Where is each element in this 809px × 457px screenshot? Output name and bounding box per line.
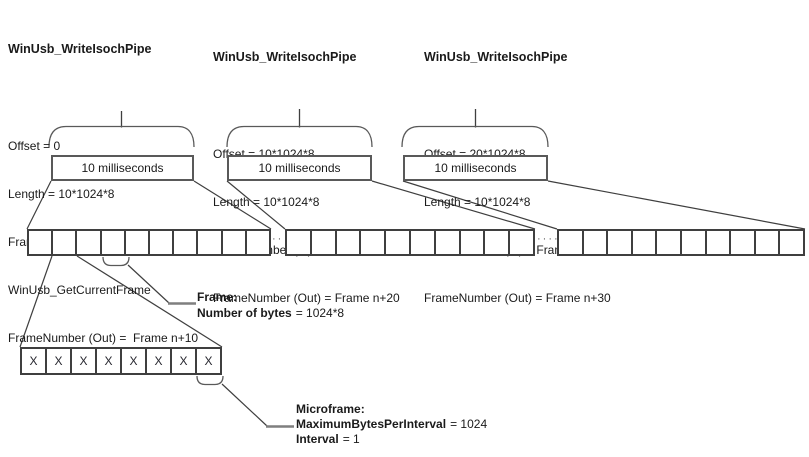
frame-cell [485, 231, 511, 254]
frame-annotation-title: Frame: [197, 290, 238, 304]
microframe-property2-name: Interval [296, 432, 339, 446]
fan-line-microframe-right [76, 255, 223, 348]
frame-cell [657, 231, 682, 254]
call-title: WinUsb_WriteIsochPipe [8, 42, 152, 56]
frame-cell [756, 231, 781, 254]
param-line: WinUsb_GetCurrentFrame [8, 283, 151, 297]
frame-cell [633, 231, 658, 254]
row-separator-dots: ···· [537, 233, 560, 245]
frame-cell [247, 231, 269, 254]
frame-cell [102, 231, 126, 254]
microframe-annotation: Microframe: MaximumBytesPerInterval= 102… [296, 402, 487, 447]
microframe-cell: X [97, 349, 122, 373]
frame-property-value: = 1024*8 [295, 306, 345, 320]
frame-cell [150, 231, 175, 254]
frame-row-2 [285, 229, 535, 256]
param-line: Length = 10*1024*8 [8, 187, 115, 201]
frame-cell [411, 231, 436, 254]
param-line: FrameNumber (Out) = Frame n+30 [424, 291, 611, 305]
call-block-3: WinUsb_WriteIsochPipe Offset = 20*1024*8… [424, 14, 611, 374]
leader-line-microframe [221, 383, 268, 427]
microframe-annotation-title: Microframe: [296, 402, 365, 416]
interval-box-label: 10 milliseconds [434, 161, 517, 175]
frame-property-name: Number of bytes [197, 306, 292, 320]
frame-cell [731, 231, 756, 254]
frame-row-3 [557, 229, 805, 256]
frame-cell [287, 231, 312, 254]
frame-cell [584, 231, 609, 254]
microframe-cell: X [204, 354, 213, 368]
frame-cell [780, 231, 803, 254]
param-line: Length = 10*1024*8 [424, 195, 531, 209]
frame-cell [77, 231, 102, 254]
frame-cell [559, 231, 584, 254]
frame-cell [337, 231, 362, 254]
frame-cell [707, 231, 732, 254]
under-brace-icon-microframe [196, 375, 224, 386]
frame-cell [53, 231, 78, 254]
frame-annotation: Frame: Number of bytes= 1024*8 [197, 289, 344, 321]
row-separator-dots: ·· [272, 233, 284, 245]
frame-cell [223, 231, 247, 254]
call-parameters: Offset = 20*1024*8 Length = 10*1024*8 Fr… [424, 114, 611, 338]
over-brace-icon-2 [226, 125, 373, 148]
frame-cell [126, 231, 151, 254]
microframe-annotation-detail-2: Interval= 1 [296, 432, 487, 447]
interval-box-3: 10 milliseconds [403, 155, 548, 181]
fan-line-box1-right [193, 180, 272, 230]
frame-cell [361, 231, 387, 254]
fan-line-box3-right [547, 180, 806, 230]
frame-cell [510, 231, 533, 254]
microframe-cell: X [72, 349, 97, 373]
frame-row-1 [27, 229, 271, 256]
frame-cell [608, 231, 633, 254]
fan-line-box3-left [402, 180, 558, 230]
microframe-property1-value: = 1024 [450, 417, 488, 431]
call-title: WinUsb_WriteIsochPipe [424, 50, 568, 64]
leader-line-frame [127, 264, 170, 304]
param-line: Offset = 0 [8, 139, 61, 153]
microframe-cell: X [122, 349, 147, 373]
frame-cell [29, 231, 54, 254]
interval-box-label: 10 milliseconds [81, 161, 164, 175]
under-brace-icon-frame [102, 256, 130, 267]
frame-cell [436, 231, 461, 254]
interval-box-1: 10 milliseconds [51, 155, 194, 181]
frame-cell [461, 231, 486, 254]
param-line: FrameNumber (Out) = Frame n+20 [213, 291, 400, 305]
frame-cell [386, 231, 411, 254]
fan-line-box1-left [26, 180, 52, 230]
call-title: WinUsb_WriteIsochPipe [213, 50, 357, 64]
microframe-cell: X [47, 349, 72, 373]
frame-cell [174, 231, 199, 254]
interval-box-2: 10 milliseconds [227, 155, 372, 181]
fan-line-box2-right [371, 180, 536, 230]
param-line: Length = 10*1024*8 [213, 195, 320, 209]
interval-box-label: 10 milliseconds [258, 161, 341, 175]
microframe-property2-value: = 1 [342, 432, 360, 446]
frame-cell [312, 231, 337, 254]
fan-line-box2-left [226, 180, 286, 230]
frame-cell [682, 231, 707, 254]
fan-line-microframe-left [19, 255, 53, 348]
frame-cell [198, 231, 223, 254]
microframe-cell: X [147, 349, 172, 373]
frame-annotation-detail: Number of bytes= 1024*8 [197, 305, 344, 321]
microframe-cell: X [22, 349, 47, 373]
over-brace-icon-3 [401, 125, 549, 148]
microframe-annotation-detail-1: MaximumBytesPerInterval= 1024 [296, 417, 487, 432]
microframe-cell: X [172, 349, 197, 373]
param-line: FrameNumber (Out) = Frame n+10 [8, 331, 199, 345]
microframe-property1-name: MaximumBytesPerInterval [296, 417, 447, 431]
over-brace-icon-1 [48, 125, 195, 148]
